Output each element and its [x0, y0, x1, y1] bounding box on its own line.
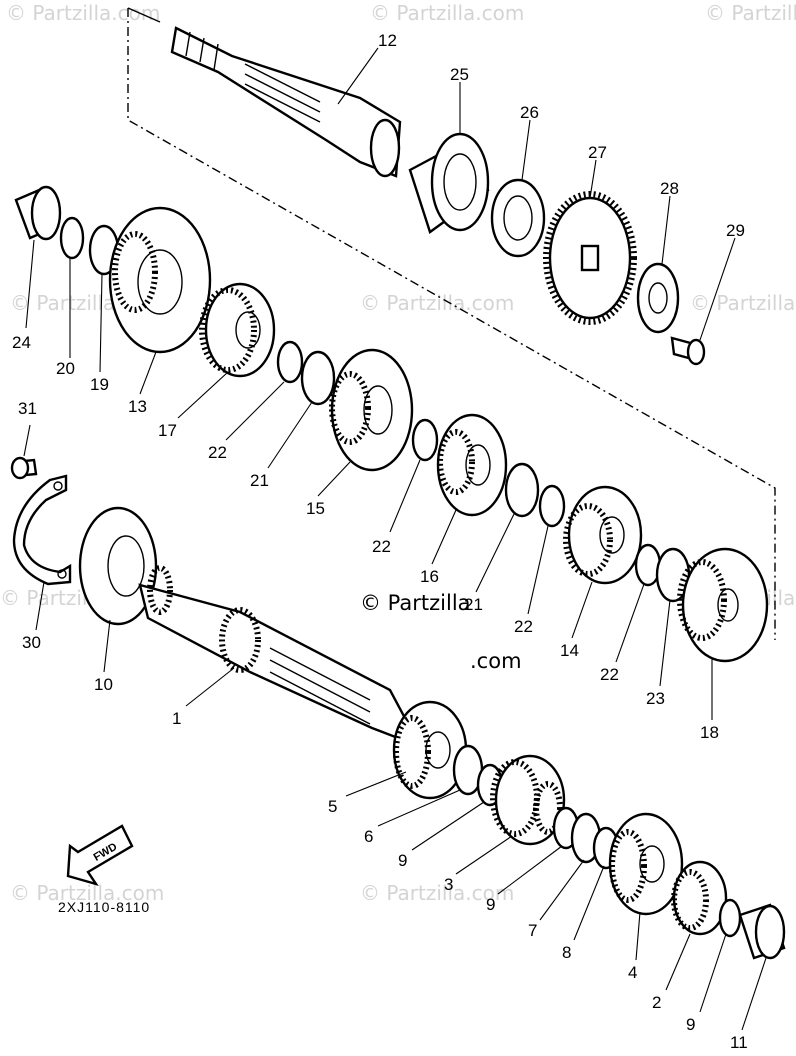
bearing-part-10[interactable] — [78, 506, 158, 626]
gear-part-3[interactable] — [490, 754, 566, 846]
assembly-boundary — [127, 8, 776, 640]
circlip-part-22-b[interactable] — [411, 418, 439, 462]
callout-part-23[interactable]: 23 — [646, 689, 665, 708]
callout-part-31[interactable]: 31 — [18, 399, 37, 418]
bolt-part-29[interactable] — [670, 336, 706, 366]
watermark-text: © Partzilla.com — [360, 291, 514, 315]
gear-part-15[interactable] — [329, 348, 414, 472]
callout-part-27[interactable]: 27 — [588, 143, 607, 162]
circlip-part-22-a[interactable] — [276, 340, 304, 384]
watermark-text: © Partzilla.com — [6, 1, 160, 25]
gear-part-17[interactable] — [199, 282, 276, 378]
callout-part-22-c[interactable]: 22 — [514, 617, 533, 636]
circlip-part-20[interactable] — [59, 216, 85, 260]
watermark-text: © Partzilla.com — [705, 1, 796, 25]
callout-part-28[interactable]: 28 — [660, 179, 679, 198]
sprocket-part-27[interactable] — [543, 191, 637, 325]
callout-part-19[interactable]: 19 — [90, 375, 109, 394]
callout-part-29[interactable]: 29 — [726, 221, 745, 240]
drive-axle-part-12[interactable] — [170, 26, 402, 178]
callout-part-14[interactable]: 14 — [560, 641, 579, 660]
callout-part-22-d[interactable]: 22 — [600, 665, 619, 684]
callout-part-18[interactable]: 18 — [700, 723, 719, 742]
circlip-part-22-c[interactable] — [538, 484, 566, 528]
gear-part-2[interactable] — [671, 860, 728, 936]
callout-part-20[interactable]: 20 — [56, 359, 75, 378]
callout-part-7[interactable]: 7 — [528, 921, 537, 940]
gear-part-4[interactable] — [608, 812, 684, 916]
callout-part-9-b[interactable]: 9 — [486, 895, 495, 914]
callout-part-13[interactable]: 13 — [128, 397, 147, 416]
main-axle-part-1[interactable] — [138, 565, 408, 740]
watermark-center-line2: .com — [470, 649, 522, 673]
callout-part-22-a[interactable]: 22 — [208, 443, 227, 462]
callout-part-12[interactable]: 12 — [378, 31, 397, 50]
callouts: 12 25 26 27 28 29 24 20 19 13 17 22 21 1… — [12, 31, 748, 1052]
callout-part-9-c[interactable]: 9 — [686, 1015, 695, 1034]
gear-part-14[interactable] — [563, 485, 643, 585]
callout-part-15[interactable]: 15 — [306, 499, 325, 518]
callout-part-26[interactable]: 26 — [520, 103, 539, 122]
diagram-code: 2XJ110-8110 — [58, 899, 150, 915]
callout-part-9-a[interactable]: 9 — [398, 851, 407, 870]
bearing-part-11[interactable] — [738, 903, 786, 960]
bearing-part-25[interactable] — [408, 132, 490, 234]
callout-part-1[interactable]: 1 — [172, 709, 181, 728]
bolt-part-31[interactable] — [10, 456, 38, 480]
watermark-text: © Partzilla.com — [360, 881, 514, 905]
callout-part-4[interactable]: 4 — [628, 963, 637, 982]
callout-part-25[interactable]: 25 — [450, 65, 469, 84]
callout-part-10[interactable]: 10 — [94, 675, 113, 694]
callout-part-22-b[interactable]: 22 — [372, 537, 391, 556]
callout-part-2[interactable]: 2 — [652, 993, 661, 1012]
callout-part-16[interactable]: 16 — [420, 567, 439, 586]
callout-part-8[interactable]: 8 — [562, 943, 571, 962]
callout-part-30[interactable]: 30 — [22, 633, 41, 652]
gear-part-18[interactable] — [677, 547, 769, 663]
callout-part-21-b[interactable]: 21 — [464, 595, 483, 614]
gear-part-13[interactable] — [108, 206, 212, 354]
gear-part-16[interactable] — [436, 413, 508, 517]
callout-part-24[interactable]: 24 — [12, 333, 31, 352]
assembly-boundary-top — [127, 7, 161, 23]
bearing-part-24[interactable] — [14, 185, 62, 241]
washer-part-21-b[interactable] — [504, 462, 540, 518]
watermark-center-line1: © Partzilla — [360, 591, 471, 615]
circlip-part-9-c[interactable] — [718, 898, 742, 938]
callout-part-11[interactable]: 11 — [730, 1033, 748, 1052]
watermark-text: © Partzilla.com — [10, 881, 164, 905]
callout-part-5[interactable]: 5 — [328, 797, 337, 816]
callout-part-6[interactable]: 6 — [364, 827, 373, 846]
washer-part-21-a[interactable] — [300, 350, 336, 406]
lock-washer-part-28[interactable] — [636, 262, 680, 334]
bearing-stopper-part-30[interactable] — [12, 474, 72, 586]
watermark-text: © Partzilla.com — [690, 291, 796, 315]
leader-lines — [23, 47, 767, 1031]
callout-part-3[interactable]: 3 — [444, 875, 453, 894]
watermark-text: © Partzilla.com — [370, 1, 524, 25]
callout-part-17[interactable]: 17 — [158, 421, 177, 440]
forward-arrow-icon: FWD — [66, 824, 134, 887]
oil-seal-part-26[interactable] — [490, 178, 546, 258]
callout-part-21-a[interactable]: 21 — [250, 471, 269, 490]
